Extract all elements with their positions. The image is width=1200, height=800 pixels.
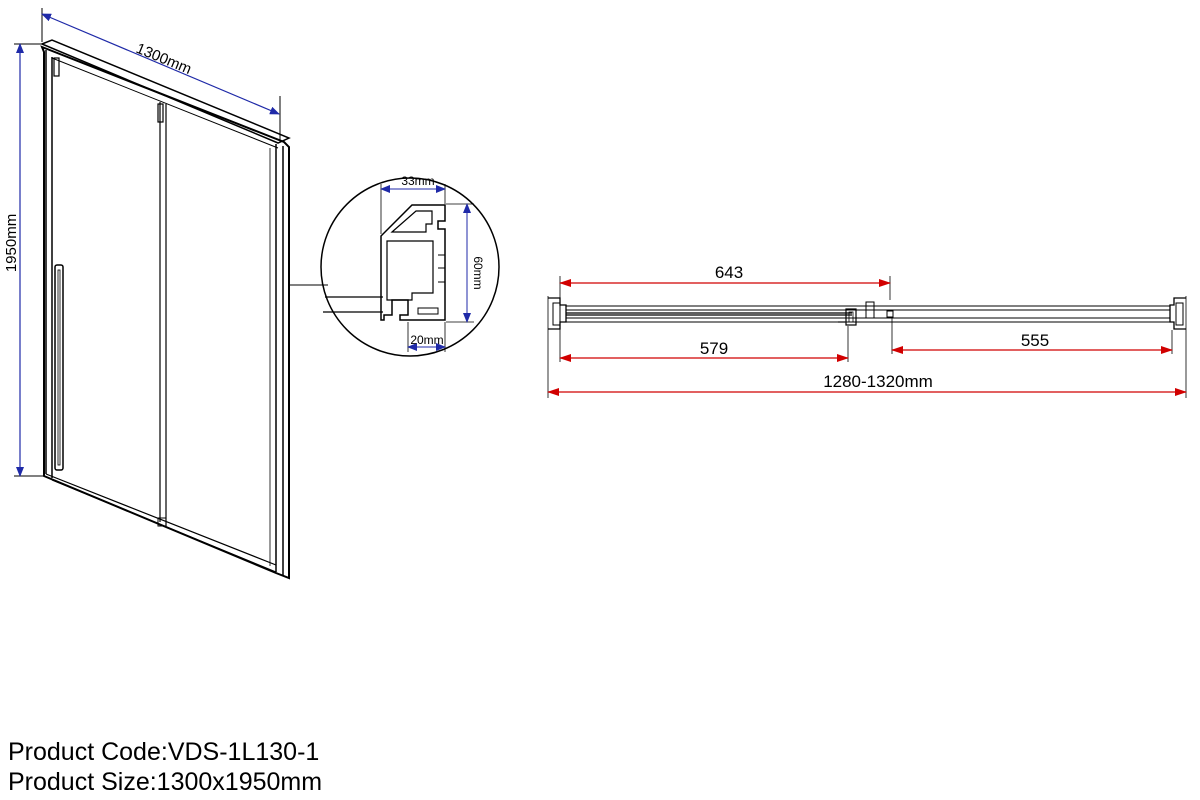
profile-height-label: 60mm [471,256,485,289]
left-wall-profile [552,302,561,326]
product-code-text: Product Code:VDS-1L130-1 [8,738,320,766]
width-dimension-line [41,13,280,115]
width-label: 1300mm [133,40,193,78]
right-wall-bracket [1169,297,1186,330]
door-handle-inner [57,269,61,466]
right-post [275,144,284,575]
profile-top-lip [390,210,433,233]
top-span-label: 643 [715,263,743,282]
profile-detail: 33mm 60mm 20mm [320,174,500,357]
plan-guide [886,310,894,318]
right-wall-profile [1175,302,1184,326]
bottom-guide [157,517,167,527]
profile-section [380,204,446,321]
shower-door-view [40,39,291,580]
plan-handle [845,308,857,326]
profile-inner-chamber [386,240,434,301]
door-outer-frame [40,45,290,580]
detail-glass [323,296,383,313]
product-size-text: Product Size:1300x1950mm [8,768,323,796]
overall-range-label: 1280-1320mm [823,372,933,391]
left-post [45,50,53,478]
panel-divider [159,102,167,526]
bottom-right-span-label: 555 [1021,331,1049,350]
detail-circle [320,177,500,357]
top-view-plan [548,297,1186,330]
profile-depth-label: 33mm [401,174,434,188]
plan-stopper [865,301,875,319]
profile-base-label: 20mm [410,333,443,347]
bottom-rail [45,473,277,573]
plan-handle-inner [848,311,854,323]
height-label: 1950mm [3,214,20,272]
bottom-left-span-label: 579 [700,339,728,358]
top-rail-inner [51,57,279,149]
profile-slots [417,254,445,315]
plan-dimensions: 643 579 555 1280-1320mm [547,263,1187,396]
door-handle [54,264,64,471]
